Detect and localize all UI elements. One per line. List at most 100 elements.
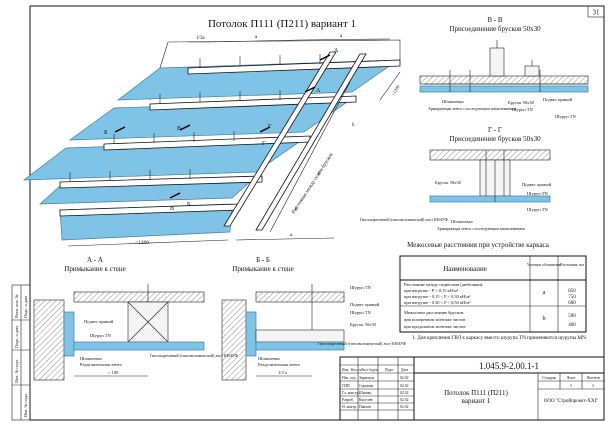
gg-putty: Шпаклевка bbox=[451, 219, 473, 224]
aa-sep-tape: Разделительная лента bbox=[80, 362, 122, 367]
section-bb-drawing bbox=[221, 284, 345, 381]
table-header-distance: Расстояние, мм bbox=[560, 263, 584, 268]
mark-a-1: А bbox=[334, 48, 339, 54]
sheet-value: 1 bbox=[570, 383, 573, 388]
row1-symbol: a bbox=[543, 290, 546, 296]
sheets-label: Листов bbox=[586, 375, 599, 380]
aa-putty: Шпаклевка bbox=[80, 356, 102, 361]
section-aa-drawing bbox=[33, 284, 205, 381]
bb-sep-tape: Разделительная лента bbox=[258, 362, 300, 367]
aa-title: Примыкание к стене bbox=[64, 265, 125, 273]
bb-putty: Шпаклевка bbox=[258, 356, 280, 361]
drawing-title-2: вариант 1 bbox=[462, 397, 491, 405]
gg-letter: Г - Г bbox=[488, 126, 502, 134]
vv-bar: Брусок 50х30 bbox=[508, 100, 535, 105]
change-h-4: №док. bbox=[369, 368, 379, 372]
section-vv-drawing bbox=[419, 40, 589, 93]
main-title: Потолок П111 (П211) вариант 1 bbox=[208, 18, 356, 30]
mark-b-2: Б bbox=[187, 202, 191, 208]
aa-dim: < 100 bbox=[108, 370, 119, 375]
bb-letter: Б - Б bbox=[256, 256, 270, 264]
vv-tape: Армирующая лента с последующим шпаклеван… bbox=[428, 106, 516, 111]
vv-letter: В - В bbox=[487, 16, 503, 24]
row2-line2: при поперечном монтаже листов bbox=[404, 317, 465, 322]
side-stamp-5: Инв. № подл. bbox=[23, 393, 28, 417]
isometric-view bbox=[22, 38, 401, 247]
row1-value-1: 850 bbox=[568, 289, 576, 294]
row2-line1: Межосевое расстояние брусков: bbox=[404, 310, 464, 315]
signer-3-date: 02.02 bbox=[400, 391, 409, 395]
row2-line3: при продольном монтаже листов bbox=[404, 324, 465, 329]
signer-5-name: Павлов bbox=[359, 405, 371, 409]
table-header-name: Наименование bbox=[443, 265, 487, 273]
signer-5-date: 02.02 bbox=[400, 405, 409, 409]
row1-line4: при нагрузке - 0,30 < P < 0,50 кН/м² bbox=[404, 300, 471, 306]
change-h-2: Кол.уч bbox=[351, 368, 361, 372]
note-text: 1. Для крепления ГВЛ к каркасу вместо шу… bbox=[412, 335, 588, 341]
signer-4-role: Разраб. bbox=[342, 398, 354, 402]
gg-bar: Брусок 50х30 bbox=[435, 180, 462, 185]
mark-a-2: А bbox=[316, 88, 321, 94]
stage-label: Стадия bbox=[542, 375, 555, 380]
change-h-3: Лист bbox=[361, 368, 369, 372]
row1-line2: при нагрузке - P < 0,15 кН/м² bbox=[404, 288, 459, 294]
gg-gkl: Гипсокартонный (гипсоволокнистый) лист К… bbox=[360, 217, 448, 222]
dim-a-top-1: a bbox=[255, 35, 258, 40]
bb-suspension: Подвес прямой bbox=[350, 302, 380, 307]
doc-code: 1.045.9-2.00.1-1 bbox=[479, 361, 539, 371]
change-h-1: Изм. bbox=[342, 368, 349, 372]
mark-g-2: Г bbox=[262, 141, 266, 147]
change-h-5: Подп. bbox=[385, 368, 394, 372]
aa-screw-tn: Шуруп TN bbox=[90, 333, 112, 338]
gg-screw-tn: Шуруп TN bbox=[527, 191, 549, 196]
signer-4-date: 02.02 bbox=[400, 398, 409, 402]
row2-value-1: 500 bbox=[568, 314, 576, 319]
drawing-title-1: Потолок П111 (П211) bbox=[444, 389, 508, 397]
signer-5-role: Н. контр. bbox=[342, 405, 357, 409]
signer-3-name: Шишко bbox=[359, 391, 371, 395]
signer-2-date: 02.02 bbox=[400, 384, 409, 388]
vv-screw-tn-2: Шуруп TN bbox=[555, 114, 577, 119]
dim-100-vert: <1200 bbox=[391, 83, 401, 96]
row2-value-2: 400 bbox=[568, 323, 576, 328]
title-block bbox=[339, 356, 605, 421]
bb-bar: Брусок 50х30 bbox=[350, 322, 377, 327]
bb-screw-tn-1: Шуруп TN bbox=[350, 285, 372, 290]
spacing-table bbox=[399, 255, 587, 333]
sheet-number-box bbox=[587, 5, 605, 18]
signer-1-date: 02.02 bbox=[400, 376, 409, 380]
note-box: 1. Для крепления ГВЛ к каркасу вместо шу… bbox=[412, 335, 588, 341]
mark-v-2: В bbox=[170, 206, 174, 212]
spacing-table-title: Межосевые расстояния при устройстве карк… bbox=[407, 241, 550, 249]
section-gg-drawing bbox=[429, 149, 551, 203]
mark-g-1: Г bbox=[268, 124, 272, 130]
vv-suspension: Подвес прямой bbox=[543, 97, 573, 102]
gg-suspension: Подвес прямой bbox=[522, 182, 552, 187]
signer-2-name: Сорокин bbox=[359, 384, 373, 388]
signer-1-name: Зарипзун bbox=[359, 376, 374, 380]
sheet-label: Лист bbox=[566, 375, 575, 380]
signer-1-role: Нач. отд. bbox=[342, 376, 356, 380]
sheet-border bbox=[29, 5, 605, 421]
dim-a-bottom: a bbox=[290, 233, 293, 238]
bb-gkl: Гипсокартонный (гипсоволокнистый) лист К… bbox=[318, 341, 406, 346]
bb-screw-tn-2: Шуруп TN bbox=[350, 310, 372, 315]
sheet-number: 31 bbox=[593, 9, 601, 17]
row1-value-2: 750 bbox=[568, 295, 576, 300]
bb-title: Примыкание к стене bbox=[232, 265, 293, 273]
aa-letter: А - А bbox=[87, 256, 103, 264]
gg-screw-tn-2: Шуруп TN bbox=[527, 207, 549, 212]
side-stamp: Взам. инв. № Подп. и дата Инв. № подл. П… bbox=[11, 284, 31, 421]
dim-b-3: b bbox=[295, 207, 298, 212]
gg-title: Присоединение брусков 50х30 bbox=[449, 135, 541, 143]
side-stamp-3: Инв. № подл. bbox=[14, 359, 19, 383]
aa-suspension: Подвес прямой bbox=[84, 319, 114, 324]
dim-b-1: b bbox=[352, 123, 355, 128]
gg-tape: Армирующая лента с последующим шпаклеван… bbox=[437, 226, 525, 231]
side-stamp-1: Взам. инв. № bbox=[14, 294, 19, 318]
side-stamp-4: Подп. и дата bbox=[23, 295, 28, 318]
aa-gkl: Гипсокартонный (гипсоволокнистый) лист К… bbox=[150, 353, 238, 358]
sheets-value: 1 bbox=[592, 383, 595, 388]
dim-a-top-2: a bbox=[340, 34, 343, 39]
row2-symbol: b bbox=[543, 316, 546, 322]
